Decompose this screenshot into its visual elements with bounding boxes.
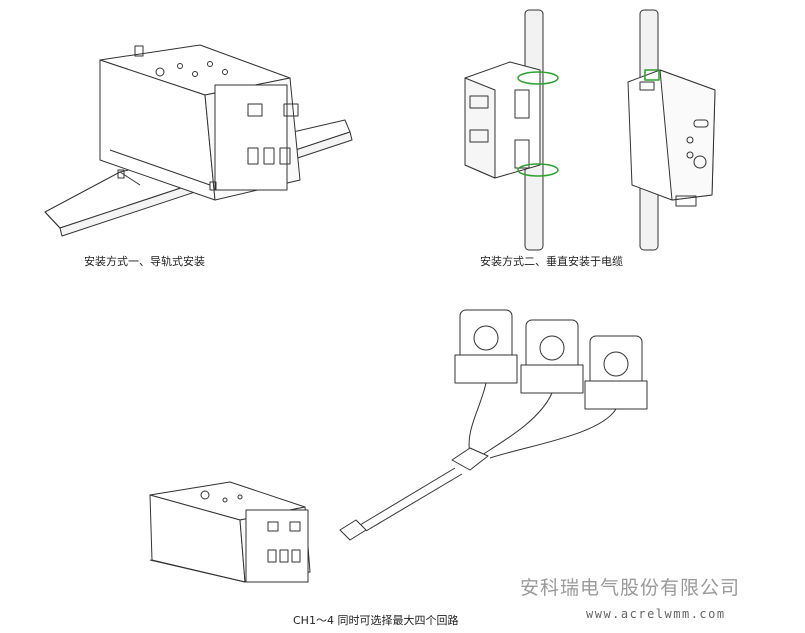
cable-mount-front-illustration (627, 9, 716, 251)
ct-sensors-illustration (454, 309, 648, 459)
caption-method-two: 安装方式二、垂直安装于电缆 (480, 255, 623, 268)
meter-on-rail-illustration (99, 44, 301, 201)
caption-method-one: 安装方式一、导轨式安装 (84, 255, 205, 268)
company-watermark: 安科瑞电气股份有限公司 (520, 577, 741, 599)
caption-channels: CH1～4 同时可选择最大四个回路 (293, 614, 459, 627)
company-url: www.acrelwmm.com (586, 607, 726, 621)
cable-mount-side-illustration (464, 9, 559, 251)
cable-connector-illustration (339, 447, 489, 541)
meter-small-illustration (149, 481, 311, 583)
